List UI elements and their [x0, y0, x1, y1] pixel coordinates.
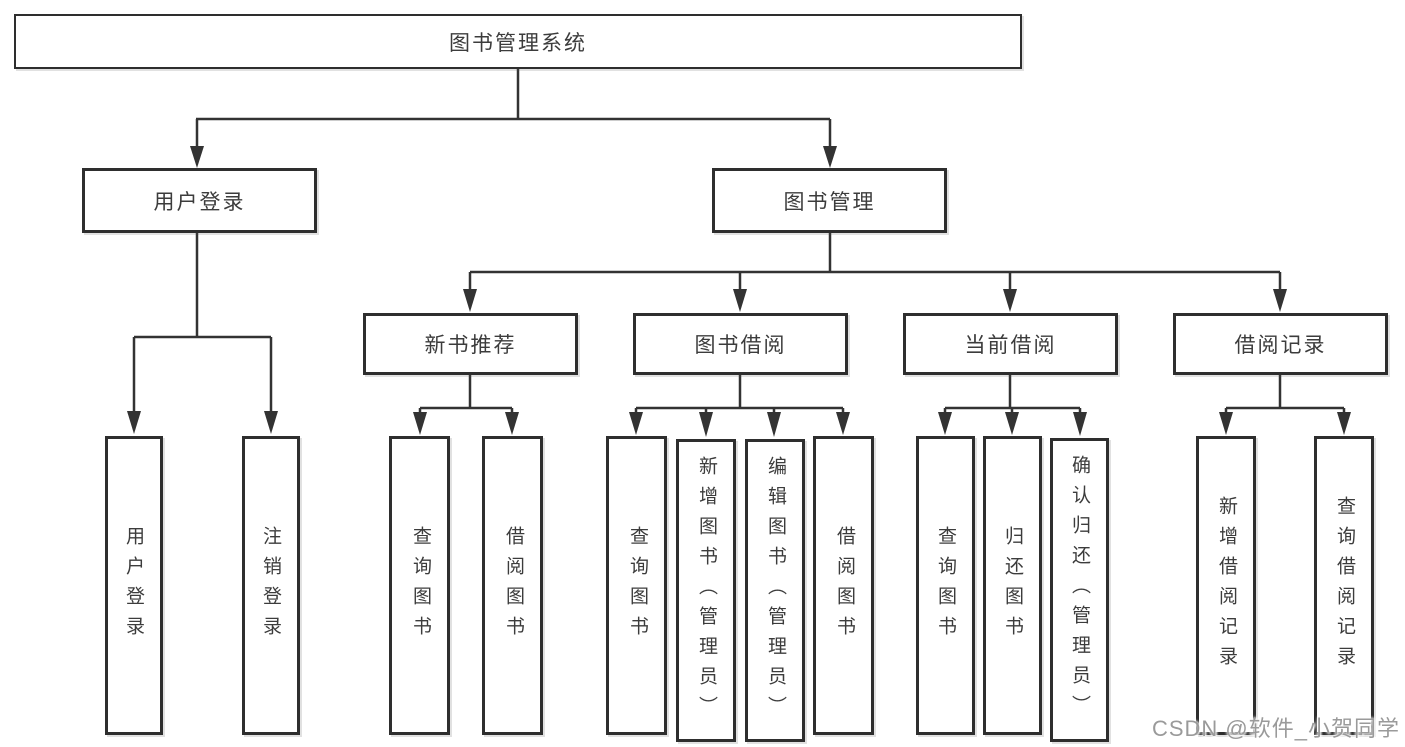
leaf-return-book: 归还图书: [983, 436, 1042, 735]
node-user-login: 用户登录: [82, 168, 317, 233]
arrowhead-icon: [264, 411, 278, 434]
arrowhead-icon: [1273, 289, 1287, 312]
arrowhead-icon: [767, 412, 781, 437]
arrowhead-icon: [733, 289, 747, 312]
arrowhead-icon: [463, 289, 477, 312]
arrowhead-icon: [1003, 289, 1017, 312]
arrowhead-icon: [127, 411, 141, 434]
arrowhead-icon: [938, 412, 952, 435]
arrowhead-icon: [413, 412, 427, 435]
node-current-borrow: 当前借阅: [903, 313, 1118, 375]
node-book-borrow: 图书借阅: [633, 313, 848, 375]
node-library-system: 图书管理系统: [14, 14, 1022, 69]
arrowhead-icon: [1073, 412, 1087, 436]
arrowhead-icon: [823, 146, 837, 168]
arrowhead-icon: [1337, 412, 1351, 435]
node-label: 当前借阅: [964, 334, 1057, 357]
arrowhead-icon: [699, 412, 713, 437]
arrowhead-icon: [190, 146, 204, 168]
arrowhead-icon: [1005, 412, 1019, 435]
node-borrow-records: 借阅记录: [1173, 313, 1388, 375]
leaf-query-books-current: 查询图书: [916, 436, 975, 735]
leaf-query-borrow-record: 查询借阅记录: [1314, 436, 1374, 735]
node-label: 借阅记录: [1234, 334, 1327, 357]
leaf-add-borrow-record: 新增借阅记录: [1196, 436, 1256, 735]
leaf-query-books-recommend: 查询图书: [389, 436, 450, 735]
arrowhead-icon: [629, 412, 643, 435]
leaf-confirm-return-admin: 确认归还（管理员）: [1050, 438, 1109, 742]
leaf-user-login: 用户登录: [105, 436, 163, 735]
leaf-borrow-books-borrow: 借阅图书: [813, 436, 874, 735]
leaf-query-books-borrow: 查询图书: [606, 436, 667, 735]
arrowhead-icon: [505, 412, 519, 435]
leaf-borrow-books-recommend: 借阅图书: [482, 436, 543, 735]
arrowhead-icon: [1219, 412, 1233, 435]
arrowhead-icon: [836, 412, 850, 435]
node-label: 图书借阅: [694, 334, 787, 357]
arrowheads: [127, 146, 1351, 437]
node-label: 新书推荐: [424, 334, 517, 357]
node-new-book-recommend: 新书推荐: [363, 313, 578, 375]
node-label: 用户登录: [153, 190, 246, 214]
node-label: 图书管理系统: [449, 31, 587, 55]
leaf-add-book-admin: 新增图书（管理员）: [676, 439, 736, 742]
node-label: 图书管理: [783, 190, 876, 214]
watermark: CSDN @软件_小贺同学: [1151, 716, 1400, 741]
node-book-management: 图书管理: [712, 168, 947, 233]
leaf-edit-book-admin: 编辑图书（管理员）: [745, 439, 805, 742]
leaf-logout-login: 注销登录: [242, 436, 300, 735]
